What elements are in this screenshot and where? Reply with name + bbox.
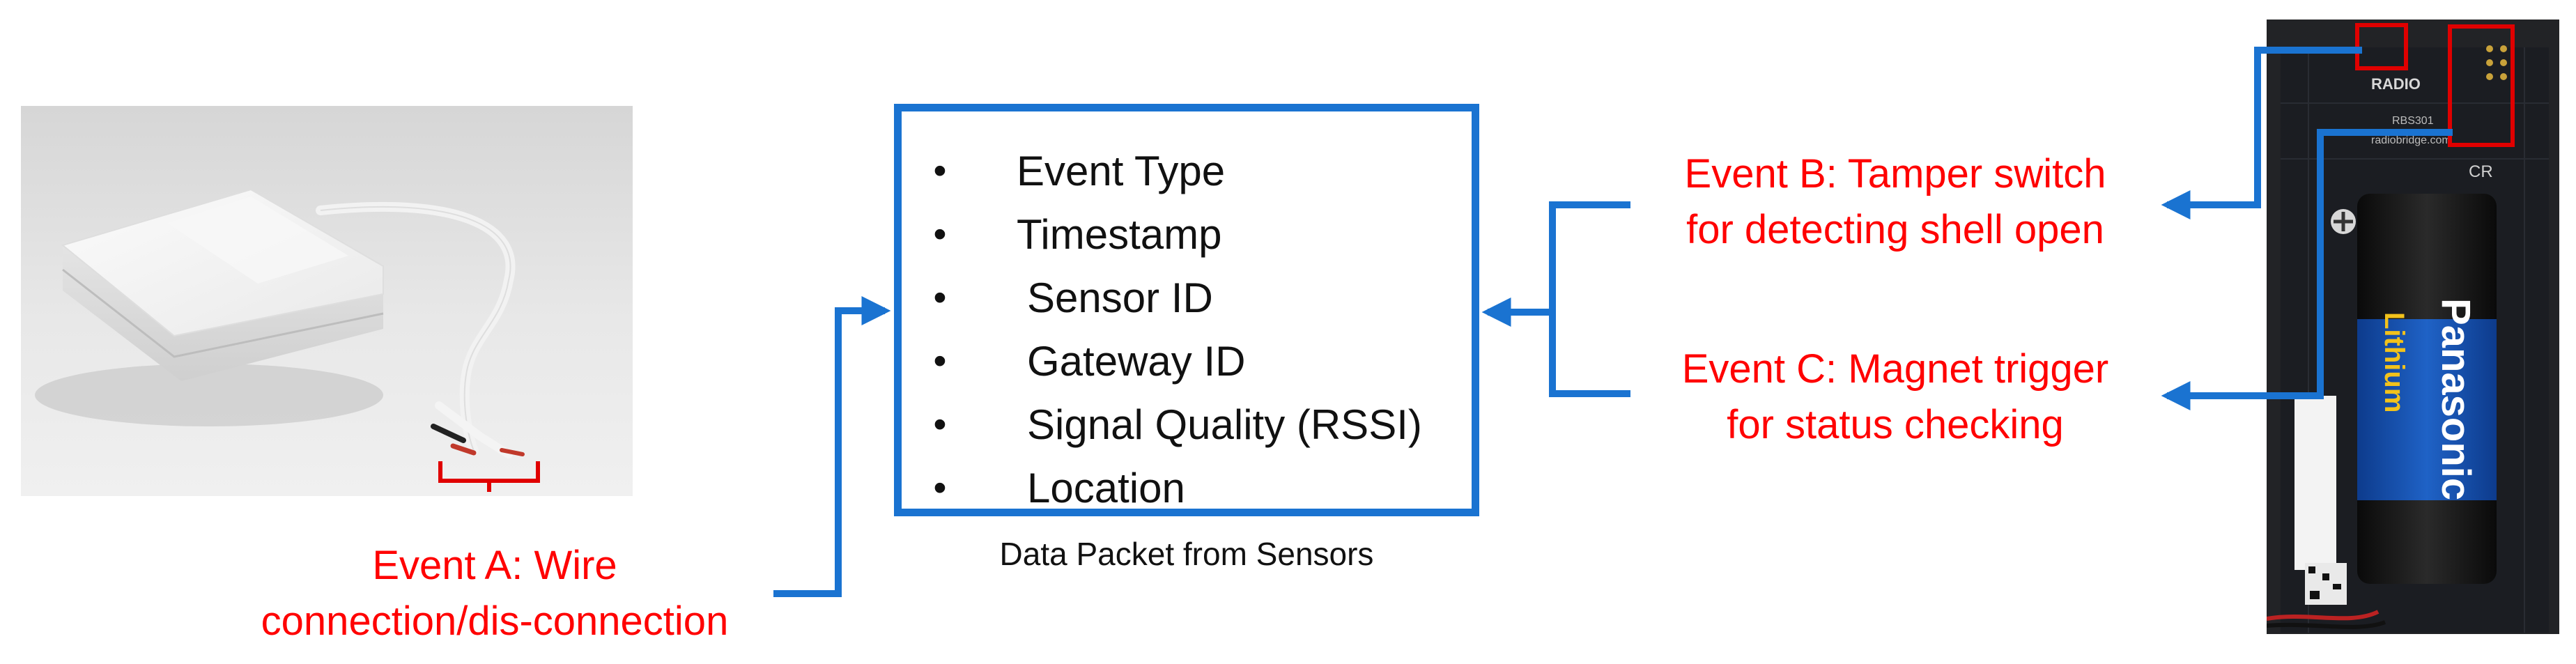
bullet-icon: • <box>933 403 947 445</box>
bullet-icon: • <box>933 467 947 509</box>
packet-item-signal-quality: •Signal Quality (RSSI) <box>926 393 1422 456</box>
battery-brand-text: Panasonic <box>2433 298 2478 500</box>
battery-type-text: Lithium <box>2379 312 2409 412</box>
sensor-enclosure-photo <box>21 106 633 496</box>
board-cr-label: CR <box>2469 162 2493 181</box>
board-maker-text: radiobridge.com <box>2371 134 2451 146</box>
event-a-line2: connection/dis-connection <box>261 599 729 644</box>
event-a-line1: Event A: Wire <box>372 543 617 588</box>
magnet-trigger-highlight <box>2448 24 2515 147</box>
bullet-icon: • <box>933 277 947 318</box>
event-c-label: Event C: Magnet trigger for status check… <box>1603 341 2188 453</box>
event-b-label: Event B: Tamper switch for detecting she… <box>1603 146 2188 258</box>
packet-item-sensor-id: •Sensor ID <box>926 266 1422 330</box>
packet-item-timestamp: •Timestamp <box>926 203 1422 266</box>
packet-caption: Data Packet from Sensors <box>999 536 1374 572</box>
event-c-line2: for status checking <box>1727 402 2064 447</box>
event-b-line2: for detecting shell open <box>1686 207 2104 252</box>
circuit-board-photo: RADIO RBS301 radiobridge.com CR Panasoni… <box>2267 20 2559 634</box>
bullet-icon: • <box>933 150 947 192</box>
board-model-text: RBS301 <box>2392 115 2434 127</box>
packet-item-event-type: •Event Type <box>926 139 1422 203</box>
packet-field-list: •Event Type •Timestamp •Sensor ID •Gatew… <box>926 139 1422 520</box>
bullet-icon: • <box>933 340 947 382</box>
event-b-line1: Event B: Tamper switch <box>1684 151 2106 196</box>
event-c-line1: Event C: Magnet trigger <box>1681 346 2109 392</box>
board-radio-text: RADIO <box>2371 75 2421 93</box>
event-a-label: Event A: Wire connection/dis-connection <box>181 538 808 649</box>
data-packet-box: •Event Type •Timestamp •Sensor ID •Gatew… <box>894 104 1479 516</box>
bullet-icon: • <box>933 213 947 255</box>
packet-item-location: •Location <box>926 456 1422 520</box>
packet-item-gateway-id: •Gateway ID <box>926 330 1422 393</box>
